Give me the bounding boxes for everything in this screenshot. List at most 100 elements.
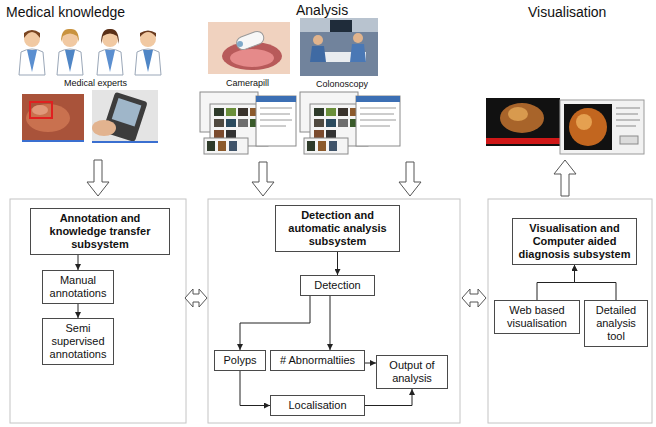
colonoscopy-photo-part bbox=[300, 18, 378, 76]
screenshot-collage-part bbox=[256, 96, 296, 102]
colonoscopy-photo bbox=[300, 18, 378, 76]
box-text: Output of analysis bbox=[381, 359, 443, 385]
visualisation-screenshot-part bbox=[564, 104, 612, 150]
screenshot-collage bbox=[200, 92, 296, 154]
column-heading-text: Visualisation bbox=[528, 4, 606, 20]
connector-arrow bbox=[365, 363, 376, 364]
screenshot-collage-part bbox=[318, 141, 326, 151]
handheld-device-photo-part bbox=[92, 120, 116, 136]
hollow-arrow-part bbox=[399, 162, 421, 196]
column-heading: Visualisation bbox=[528, 4, 606, 20]
screenshot-collage-part bbox=[326, 108, 336, 116]
process-box: # Abnormaltiies bbox=[270, 350, 365, 371]
endoscopy-image-part bbox=[22, 140, 84, 142]
connector-arrow bbox=[365, 389, 412, 406]
screenshot-collage-part bbox=[204, 138, 248, 154]
screenshot-collage-part bbox=[338, 119, 348, 127]
doctor-icons bbox=[19, 29, 161, 75]
doctor-icons-part-part bbox=[19, 49, 45, 75]
box-text: Web based visualisation bbox=[499, 304, 575, 330]
doctor-icons-part bbox=[135, 31, 161, 76]
connector-arrow bbox=[240, 371, 270, 406]
column-heading: Medical knowledge bbox=[6, 4, 125, 20]
handheld-device-photo-part bbox=[112, 98, 142, 126]
screenshot-collage-part bbox=[260, 120, 292, 121]
hollow-arrow-part bbox=[87, 160, 109, 196]
subsystem-panel-part bbox=[208, 199, 460, 423]
visualisation-screenshot-part bbox=[616, 126, 636, 127]
screenshot-collage-part bbox=[314, 130, 324, 138]
box-text: # Abnormaltiies bbox=[275, 354, 360, 367]
box-text: Localisation bbox=[275, 399, 360, 412]
screenshot-collage-part bbox=[260, 108, 292, 109]
connector-arrow bbox=[78, 304, 79, 318]
subsystem-box: Annotation and knowledge transfer subsys… bbox=[30, 208, 170, 255]
screenshot-collage-part bbox=[360, 120, 396, 121]
process-box: Detection bbox=[300, 275, 375, 296]
connector-arrow bbox=[330, 296, 331, 350]
doctor-icons-part-part bbox=[143, 50, 153, 72]
process-box: Localisation bbox=[270, 395, 365, 416]
process-box: Output of analysis bbox=[376, 355, 448, 389]
endoscopy-image-part bbox=[30, 102, 52, 118]
screenshot-collage-part bbox=[207, 141, 215, 151]
endoscopy-image bbox=[22, 94, 84, 141]
doctor-icons-part-part bbox=[140, 31, 156, 47]
process-box: Manual annotations bbox=[42, 270, 114, 304]
doctor-icons-part-part bbox=[135, 49, 161, 75]
process-box: Web based visualisation bbox=[494, 300, 580, 334]
camerapill-photo-part bbox=[235, 30, 266, 52]
screenshot-collage-part bbox=[238, 119, 248, 127]
visualisation-screenshot-part bbox=[576, 114, 592, 130]
subsystem-box: Visualisation and Computer aided diagnos… bbox=[512, 218, 637, 265]
screenshot-collage-part bbox=[238, 108, 248, 116]
box-text: Detailed analysis tool bbox=[589, 304, 643, 343]
colonoscopy-photo-part bbox=[353, 33, 363, 43]
doctor-icons-part bbox=[19, 30, 45, 75]
box-text: Detection and automatic analysis subsyst… bbox=[280, 209, 395, 248]
doctor-icons-part-part bbox=[140, 31, 156, 38]
doctor-icons-part bbox=[57, 29, 83, 75]
image-caption: Camerapill bbox=[226, 78, 269, 88]
screenshot-collage-part bbox=[314, 108, 324, 116]
box-text: Visualisation and Computer aided diagnos… bbox=[517, 222, 632, 261]
connector-arrow bbox=[537, 265, 575, 300]
box-text: Semi supervised annotations bbox=[47, 322, 109, 361]
doctor-icons-part-part bbox=[24, 30, 40, 38]
box-text: Polyps bbox=[219, 354, 261, 367]
colonoscopy-photo-part bbox=[350, 44, 366, 62]
screenshot-collage-part bbox=[214, 119, 224, 127]
subsystem-panel-part bbox=[10, 199, 186, 423]
connector-arrow bbox=[575, 265, 617, 300]
doctor-icons-part-part bbox=[61, 29, 79, 42]
screenshot-collage-part bbox=[326, 130, 336, 138]
connector-arrow bbox=[337, 252, 338, 275]
image-caption-text: Camerapill bbox=[226, 78, 269, 88]
hollow-arrow-part bbox=[554, 160, 576, 196]
screenshot-collage-part bbox=[356, 96, 400, 146]
doctor-icons-part-part bbox=[105, 50, 115, 72]
screenshot-collage-part bbox=[356, 96, 400, 102]
doctor-icons-part-part bbox=[65, 50, 75, 72]
doctor-icons-part bbox=[97, 29, 123, 75]
screenshot-collage-part bbox=[326, 119, 336, 127]
visualisation-screenshot-part bbox=[616, 108, 640, 109]
screenshot-collage-part bbox=[214, 108, 224, 116]
screenshot-collage-part bbox=[214, 130, 224, 138]
handheld-device-photo bbox=[92, 90, 158, 142]
doctor-icons-part-part bbox=[27, 50, 37, 72]
colonoscopy-photo-part bbox=[330, 20, 352, 32]
image-caption: Medical experts bbox=[64, 78, 127, 88]
visualisation-screenshot-part bbox=[486, 98, 560, 146]
visualisation-screenshot-part bbox=[616, 114, 638, 115]
visualisation-screenshot-part bbox=[560, 100, 644, 154]
handheld-device-photo-part bbox=[92, 90, 158, 142]
doctor-icons-part-part bbox=[101, 29, 119, 44]
process-box: Semi supervised annotations bbox=[42, 318, 114, 365]
screenshot-collage-part bbox=[360, 108, 396, 109]
screenshot-collage-part bbox=[226, 119, 236, 127]
box-text: Annotation and knowledge transfer subsys… bbox=[35, 212, 165, 251]
visualisation-screenshot-part bbox=[616, 120, 640, 121]
box-text: Detection bbox=[305, 279, 370, 292]
subsystem-panel-part bbox=[488, 199, 652, 423]
